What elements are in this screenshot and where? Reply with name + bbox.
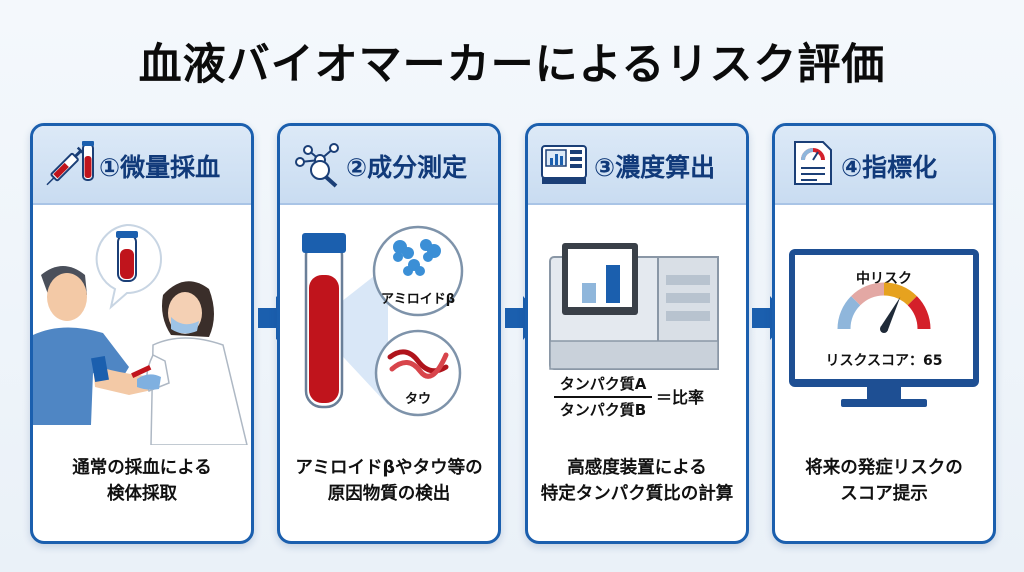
marker-label-tau: タウ [405,392,431,407]
gauge-needle [880,296,901,331]
report-gauge-icon [794,141,832,185]
formula-result: ＝比率 [656,388,704,407]
bar-b [606,265,620,303]
step-body: 中リスク リスクスコア：65 将来の発症リスクの スコア提示 [775,205,993,541]
step-title: ④指標化 [841,153,938,182]
blood-draw-illustration [33,223,248,445]
amyloid-icon [393,239,441,276]
patient-face [47,273,87,321]
tau-icon [387,349,449,379]
step-caption: 通常の採血による 検体採取 [72,458,212,504]
risk-score-text: リスクスコア：65 [825,353,942,369]
step-header: ①微量採血 [33,126,251,205]
analyzer-icon [541,145,587,184]
molecule-search-icon [295,143,339,188]
step-title: ①微量採血 [99,153,221,182]
bar-a [582,283,596,303]
monitor-stand [841,399,927,407]
formula-numerator: タンパク質A [560,375,647,393]
gauge-segment [907,296,931,330]
page-title: 血液バイオマーカーによるリスク評価 [138,40,886,90]
step-body: タンパク質A タンパク質B ＝比率 高感度装置による 特定タンパク質比の計算 [528,205,746,541]
glove [137,374,161,390]
gauge-segment [837,296,861,330]
mask [171,317,199,334]
step-body: 通常の採血による 検体採取 [33,205,251,541]
gauge-segment [851,282,885,306]
step-caption: 高感度装置による 特定タンパク質比の計算 [540,458,734,504]
step-caption: アミロイドβやタウ等の 原因物質の検出 [295,458,483,504]
step-body: アミロイドβ タウ アミロイドβやタウ等の 原因物質の検出 [280,205,498,541]
step-header: ③濃度算出 [528,126,746,205]
gauge-segment [883,282,917,306]
risk-gauge [837,282,931,333]
syringe-icon [46,141,94,186]
tube-cap [302,233,346,253]
marker-label-amyloid: アミロイドβ [381,292,455,307]
monitor-screen [795,255,973,379]
monitor-screen [568,249,632,307]
step-card-concentration-calc: ③濃度算出 タンパク質A タンパク質B ＝比率 高感度装置による 特定タンパク質… [525,123,749,544]
step-title: ②成分測定 [346,153,468,182]
risk-label: 中リスク [856,270,912,287]
nurse-coat [150,337,248,445]
risk-monitor-illustration: 中リスク リスクスコア：65 [789,249,979,407]
patient-shirt [33,327,129,425]
formula-denominator: タンパク質B [560,401,646,419]
step-caption: 将来の発症リスクの スコア提示 [805,458,963,504]
step-card-blood-sampling: ①微量採血 通常の採血による 検体採取 [30,123,254,544]
gauge-hub [880,325,888,333]
step-header: ④指標化 [775,126,993,205]
step-card-indexing: ④指標化 中リスク リスクスコア：65 将来の発症リスクの スコア提示 [772,123,996,544]
analyzer-illustration: タンパク質A タンパク質B ＝比率 [549,243,719,419]
step-title: ③濃度算出 [594,153,716,182]
step-header: ②成分測定 [280,126,498,205]
blood-sample [309,275,339,403]
measurement-illustration: アミロイドβ タウ [302,225,464,417]
step-card-component-measurement: ②成分測定 アミロイドβ タウ アミロイドβやタウ等の 原因物質の検出 [277,123,501,544]
